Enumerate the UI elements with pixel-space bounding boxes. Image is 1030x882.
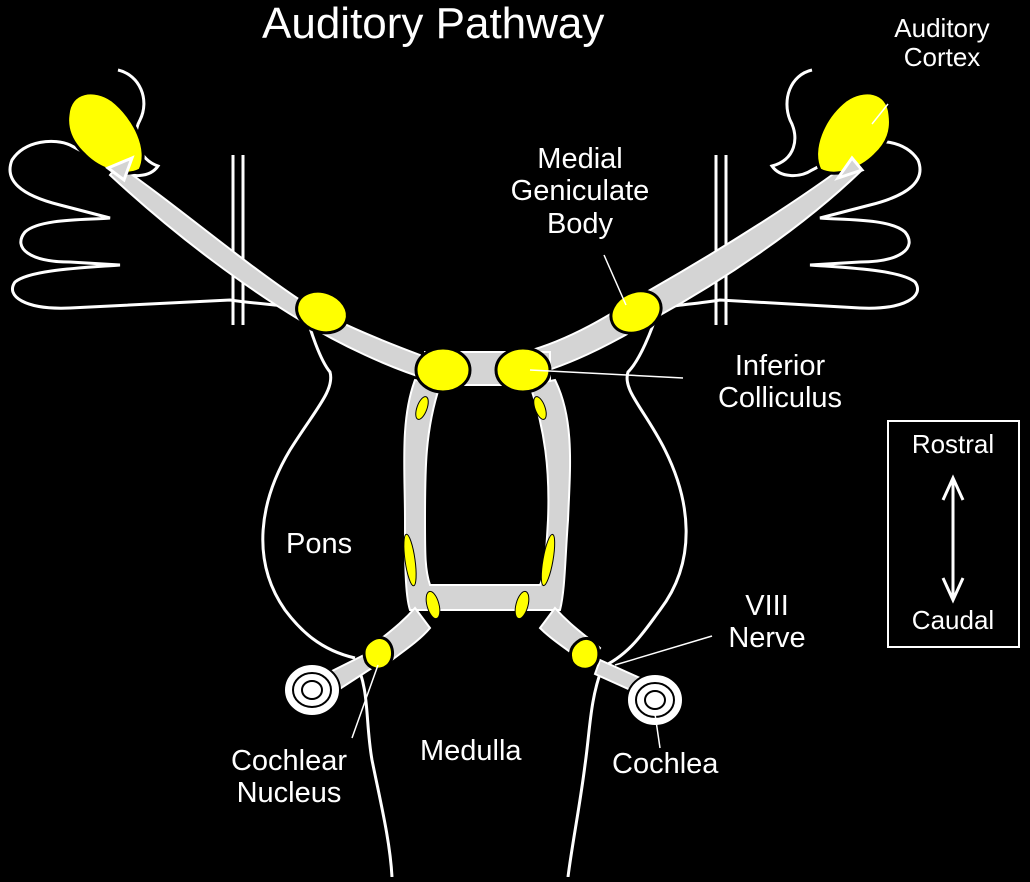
label-viii-nerve: VIII Nerve — [712, 590, 822, 655]
label-medulla: Medulla — [420, 735, 522, 767]
right-cochlear-nucleus — [570, 638, 598, 669]
legend-caudal: Caudal — [890, 606, 1016, 635]
left-cortex-outline — [10, 70, 355, 658]
diagram-title: Auditory Pathway — [262, 2, 604, 46]
left-inferior-colliculus — [416, 348, 470, 392]
medulla-outline-right — [568, 668, 602, 877]
left-cochlea-icon — [284, 664, 340, 716]
legend-rostral: Rostral — [890, 430, 1016, 459]
label-inferior-colliculus: Inferior Colliculus — [690, 350, 870, 415]
label-auditory-cortex: Auditory Cortex — [872, 14, 1012, 72]
label-pons: Pons — [286, 528, 352, 560]
label-cochlear-nucleus: Cochlear Nucleus — [204, 745, 374, 810]
label-cochlea: Cochlea — [612, 748, 718, 780]
left-cochlear-nucleus — [364, 638, 393, 670]
label-medial-geniculate-body: Medial Geniculate Body — [490, 143, 670, 240]
